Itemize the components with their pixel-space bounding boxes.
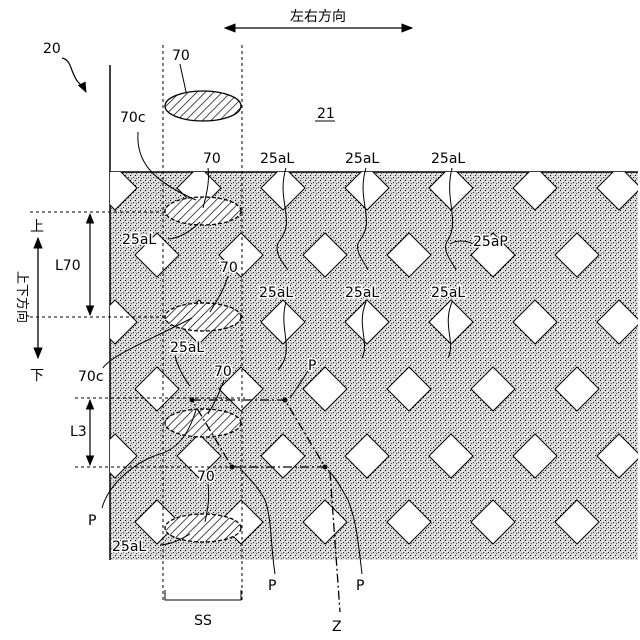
reference-70-4: 70	[197, 469, 215, 485]
reference-25al-f: 25aL	[345, 285, 379, 301]
stippled-sheet	[110, 172, 638, 560]
hatched-ellipse-2	[165, 303, 241, 331]
reference-20: 20	[43, 41, 61, 57]
direction-down-label: 下	[30, 368, 44, 384]
reference-25al-c: 25aL	[431, 151, 465, 167]
direction-vertical-label: 上下方向	[14, 271, 30, 323]
direction-horizontal-label: 左右方向	[290, 9, 346, 25]
dimension-l3-label: L3	[70, 424, 87, 440]
reference-25al-g: 25aL	[431, 285, 465, 301]
reference-25al-e: 25aL	[259, 285, 293, 301]
reference-25al-a: 25aL	[260, 151, 294, 167]
reference-25al-i: 25aL	[112, 539, 146, 555]
reference-z: Z	[332, 619, 342, 635]
reference-70c-1: 70c	[120, 110, 146, 126]
reference-70-1: 70	[203, 151, 221, 167]
reference-p-3: P	[268, 578, 276, 594]
dimension-l70-label: L70	[55, 258, 81, 274]
reference-70-top: 70	[172, 48, 190, 64]
reference-20-arrow	[62, 58, 86, 92]
reference-p-2: P	[88, 513, 96, 529]
reference-70-2: 70	[220, 260, 238, 276]
band-ss-bracket	[165, 590, 241, 600]
reference-25ap: 25aP	[473, 234, 508, 250]
reference-25al-d: 25aL	[122, 232, 156, 248]
hatched-ellipse-top	[165, 91, 241, 121]
reference-70c-2: 70c	[78, 369, 104, 385]
reference-70-3: 70	[214, 364, 232, 380]
reference-25al-h: 25aL	[170, 340, 204, 356]
hatched-ellipse-1	[165, 197, 241, 225]
reference-p-1: P	[308, 358, 316, 374]
reference-21: 21	[317, 106, 335, 122]
hatched-ellipse-4	[165, 514, 241, 542]
reference-25al-b: 25aL	[345, 151, 379, 167]
hatched-ellipse-3	[165, 409, 241, 437]
reference-p-4: P	[356, 578, 364, 594]
direction-up-label: 上	[30, 219, 44, 235]
dimension-ss-label: SS	[194, 613, 212, 629]
